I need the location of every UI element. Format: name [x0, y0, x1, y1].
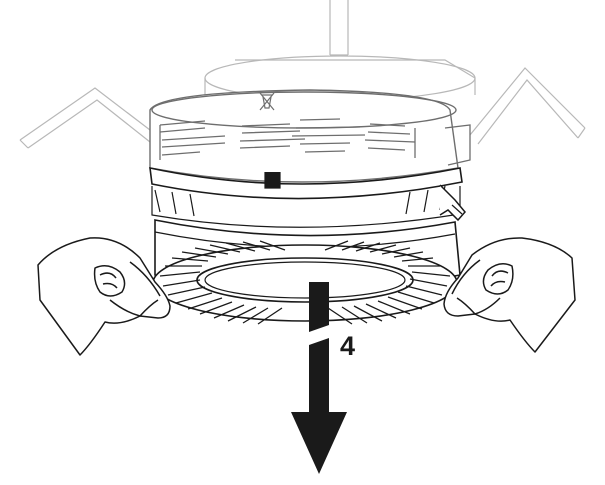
left-hand — [37, 237, 171, 356]
waste-bin-icon — [259, 92, 275, 111]
housing-rim — [149, 166, 463, 200]
step-number: 4 — [340, 331, 355, 361]
filter-pleats — [159, 240, 451, 325]
housing-label-markings — [159, 118, 471, 166]
down-arrow-icon — [291, 282, 347, 474]
housing-vents — [151, 172, 466, 228]
right-hand — [443, 237, 576, 353]
